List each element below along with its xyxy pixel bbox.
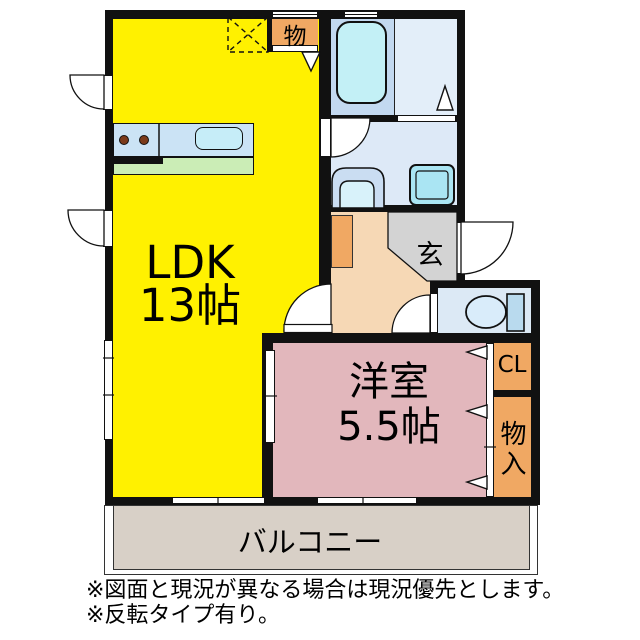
door-leaf-toilet — [430, 293, 438, 333]
wall — [322, 205, 465, 212]
balcony — [113, 505, 530, 570]
door-strip-bathroom — [397, 115, 456, 122]
western-name: 洋室 — [349, 359, 429, 405]
closet-label: CL — [497, 352, 527, 378]
genkan-label: 玄 — [416, 240, 444, 271]
storage-top-label: 物 — [283, 24, 307, 50]
window-bathroom-top — [344, 11, 378, 18]
window-left-wall — [104, 340, 113, 440]
footnote-line-1: ※図面と現況が異なる場合は現況優先とします。 — [86, 578, 565, 603]
door-swing-left-upper — [69, 74, 105, 110]
entry-door-leaf — [456, 222, 465, 274]
footnote-line-2: ※反転タイプ有り。 — [86, 603, 280, 628]
wall — [457, 274, 465, 280]
closet-box — [493, 343, 531, 390]
door-leaf-left-upper — [103, 75, 113, 110]
door-leaf-washroom — [320, 118, 331, 157]
wall — [430, 280, 540, 288]
toilet-room — [438, 288, 531, 337]
balcony-label: バルコニー — [237, 525, 383, 559]
room-western — [270, 340, 493, 498]
door-swing-left-lower — [67, 209, 105, 247]
storage-top-box — [272, 16, 318, 45]
storage-right-label: 物入 — [496, 420, 526, 480]
wall — [322, 115, 465, 122]
kitchen-half-wall — [105, 156, 163, 164]
window-ldk-balcony — [172, 497, 265, 504]
bathroom-dry-zone — [394, 19, 457, 115]
ldk-label: LDK 13帖 — [110, 236, 270, 332]
kitchen-sink — [195, 127, 243, 150]
western-size: 5.5帖 — [337, 404, 441, 450]
wall — [267, 10, 272, 52]
ldk-size: 13帖 — [138, 279, 242, 332]
western-room-label: 洋室 5.5帖 — [296, 360, 482, 450]
wall — [262, 333, 540, 343]
bathroom-tub-zone — [331, 19, 394, 115]
room-ldk-lower — [113, 333, 265, 497]
entry-step — [331, 215, 353, 268]
wall — [457, 10, 465, 222]
ldk-name: LDK — [145, 236, 235, 289]
door-swing-entry — [460, 221, 514, 275]
sliding-door-ldk-western — [265, 350, 275, 443]
room-ldk-upper — [113, 19, 322, 333]
storage-right-box — [493, 397, 531, 497]
washroom — [331, 122, 457, 205]
wall — [531, 280, 540, 505]
footnotes: ※図面と現況が異なる場合は現況優先とします。 ※反転タイプ有り。 — [86, 578, 564, 628]
window-western-balcony — [317, 497, 417, 504]
sliding-door-closets — [486, 343, 494, 497]
wall — [493, 390, 531, 397]
wall — [105, 10, 113, 505]
door-strip-storage-top — [272, 45, 318, 52]
